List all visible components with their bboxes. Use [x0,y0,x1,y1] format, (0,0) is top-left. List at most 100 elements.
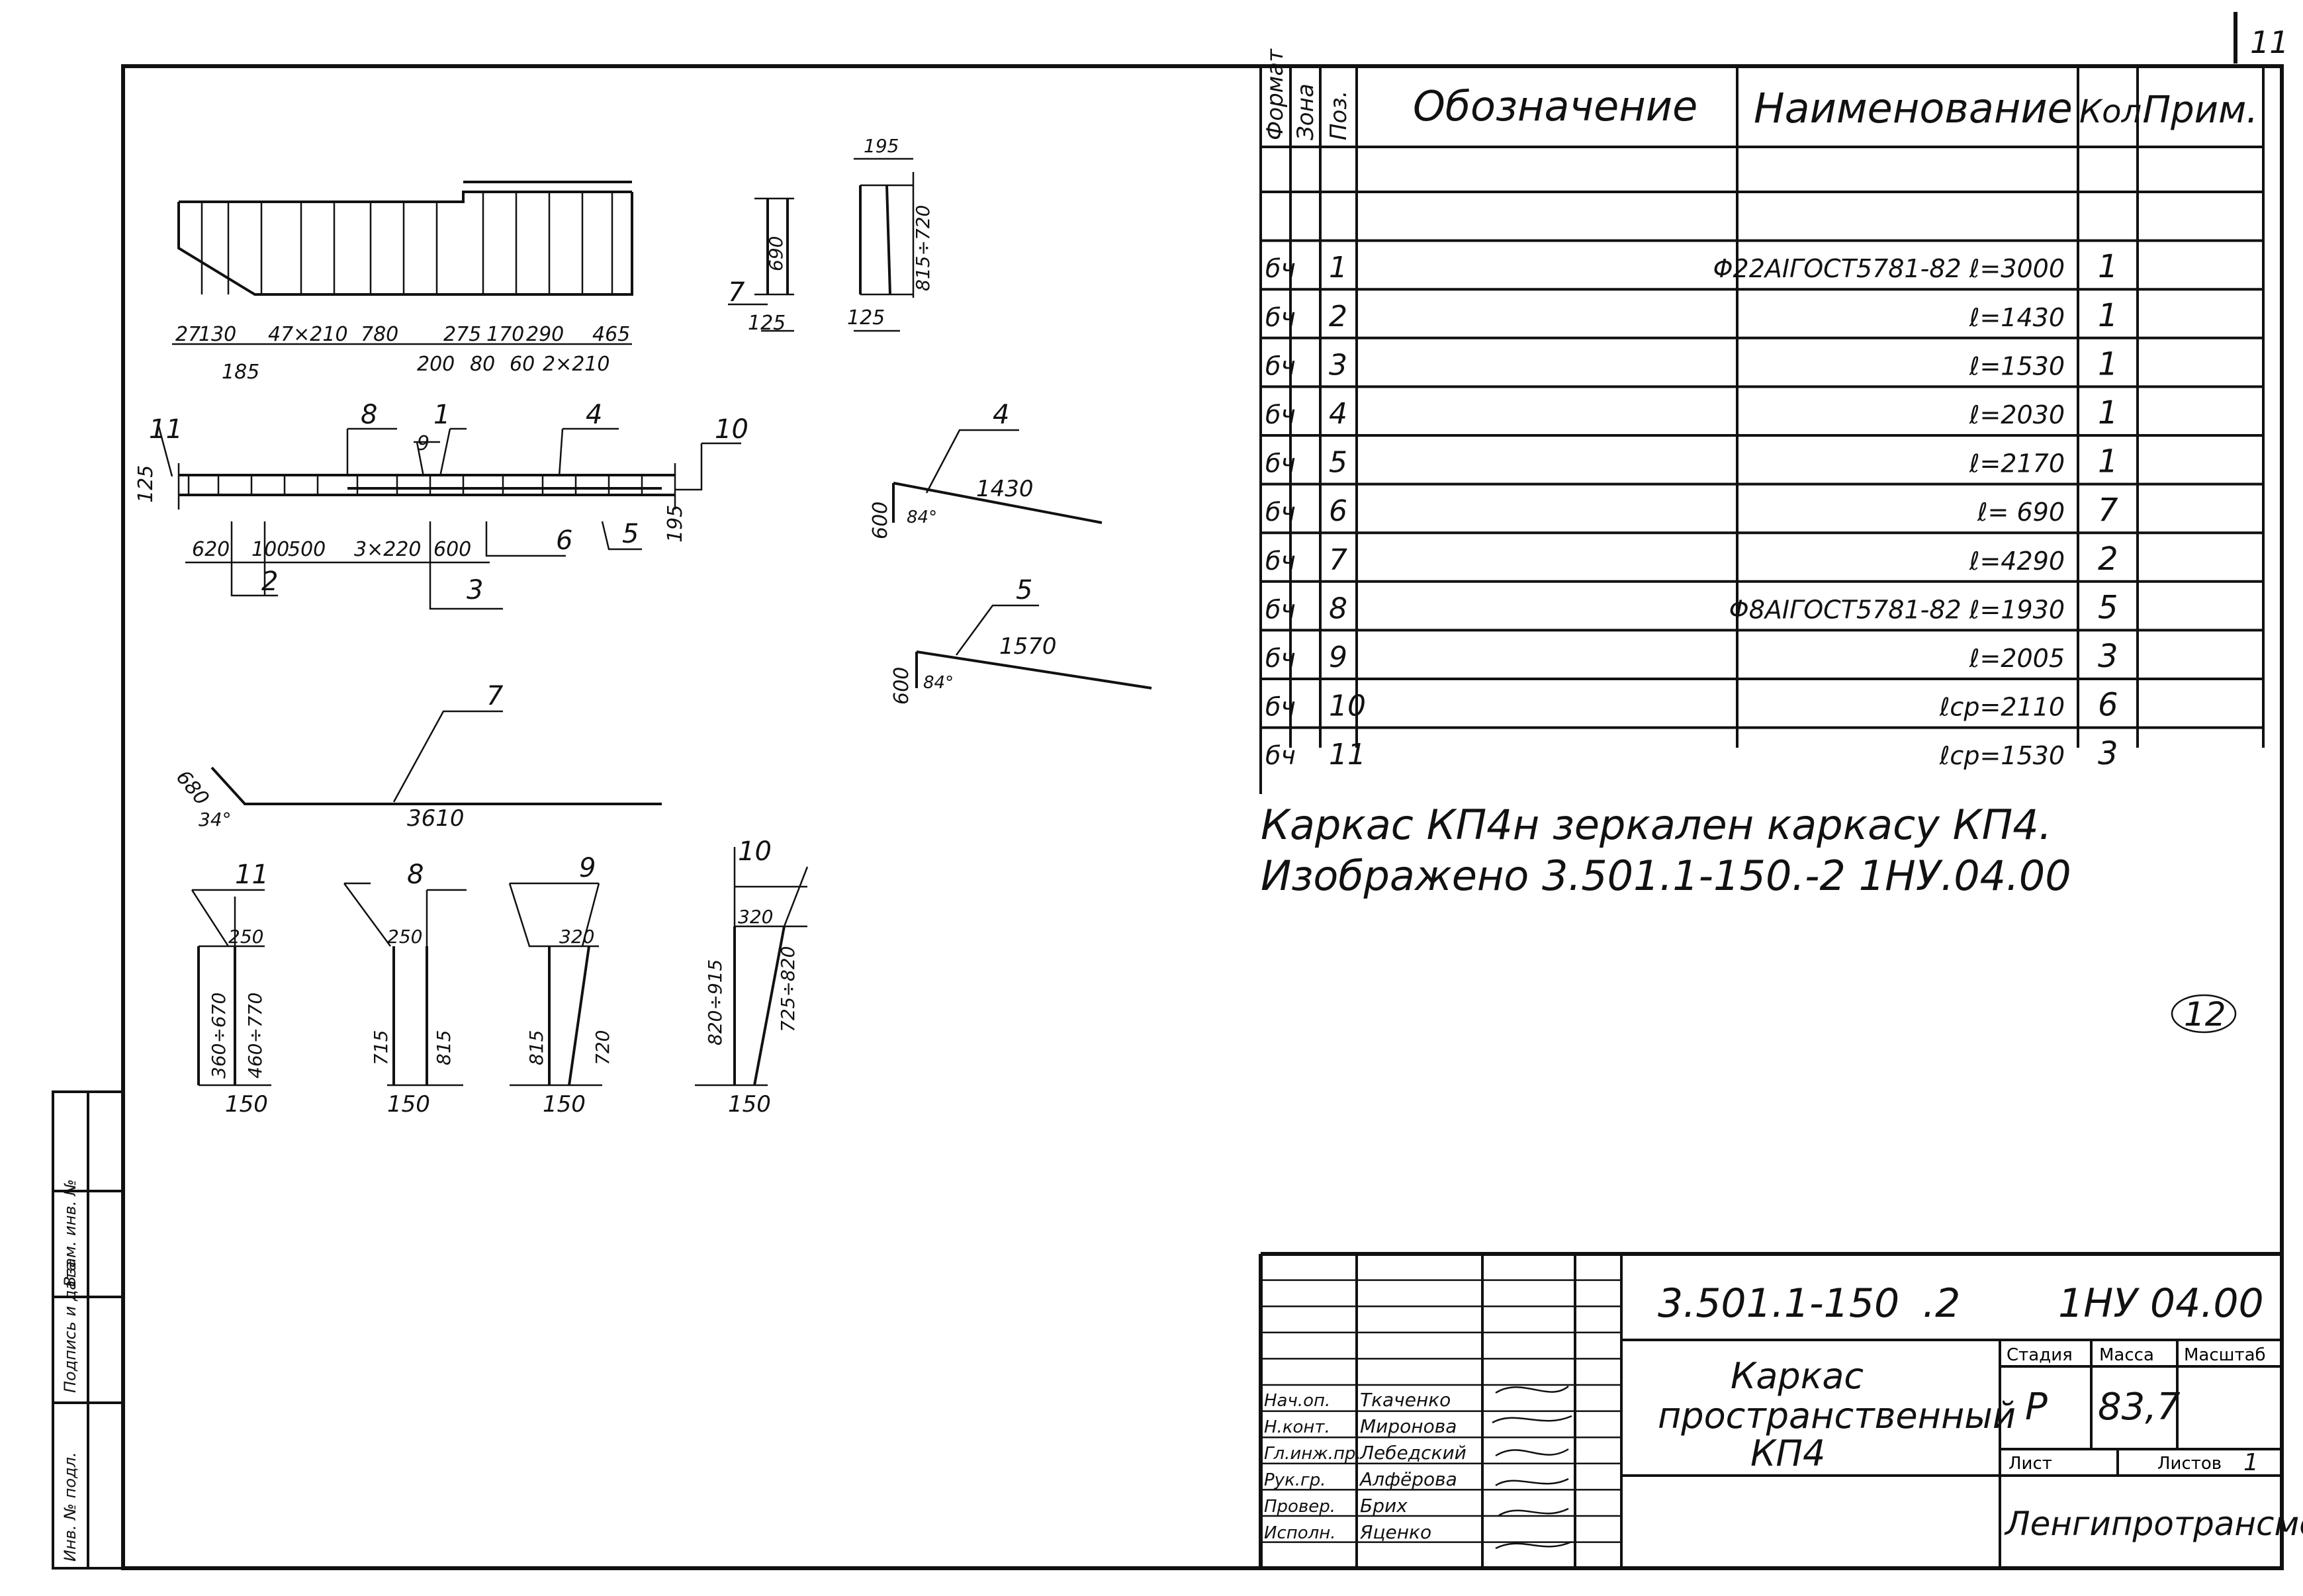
bar-4-angle: 84° [907,508,937,527]
elev-dim-g: 290 [526,323,564,346]
bar-11-left: 360÷670 [208,993,230,1079]
staff-row: Гл.инж.пр.Лебедский [1264,1442,1467,1464]
bar-10: 10 320 820÷915 725÷820 150 [695,836,809,1118]
plan-side-195: 195 [664,505,687,543]
elevation-view: 27 130 47×210 780 275 170 290 465 185 20… [172,181,633,384]
plan-pos-4: 4 [586,400,602,430]
row-name: ℓ=1430 [1969,303,2065,332]
bar-10-pos: 10 [738,836,772,867]
bar-10-top: 320 [738,906,773,928]
side-stamp-sign: Подпись и дата [61,1261,79,1393]
bar-4-height: 600 [869,502,892,539]
note-shown: Изображено 3.501.1-150.-2 1НУ.04.00 [1261,852,2071,900]
row-qty: 5 [2098,589,2118,626]
row-name: ℓ=2030 [1969,400,2065,429]
bar-10-bottom: 150 [728,1091,771,1118]
bar-8-pos: 8 [407,860,424,890]
row-pos: 3 [1329,348,1347,382]
row-qty: 3 [2098,638,2118,675]
elev-dim-h: 465 [592,323,630,346]
row-name: Φ22AIГОСТ5781-82 ℓ=3000 [1713,254,2065,283]
elev-dim-d: 780 [361,323,398,346]
bar-10-right: 725÷820 [777,946,799,1032]
section-a-pos: 7 [728,277,745,308]
bar-9: 9 320 815 720 150 [508,853,613,1118]
staff-name: Ткаченко [1360,1389,1451,1411]
sheet-number-box: 11 [2234,12,2289,64]
row-name: Φ8AIГОСТ5781-82 ℓ=1930 [1729,595,2065,624]
bar-7-pos: 7 [486,681,504,711]
bar-11: 11 250 360÷670 460÷770 150 [191,860,271,1118]
bar-11-right: 460÷770 [244,993,266,1079]
col-designation-header: Обозначение [1413,82,1697,130]
bar-11-top: 250 [228,926,263,948]
elev-dim-e: 275 [443,323,481,346]
row-pos: 8 [1329,592,1347,625]
row-format: бч [1265,498,1296,527]
plan-dim-620: 620 [192,538,230,561]
bar-8-left: 715 [370,1030,392,1065]
doc-issue: .2 [1922,1280,1960,1327]
row-qty: 3 [2098,735,2118,772]
section-b-815: 815÷720 [912,205,934,291]
staff-role: Провер. [1264,1497,1335,1517]
row-format: бч [1265,303,1296,332]
side-stamp-repl: Взам. инв. № [61,1179,79,1287]
elev-dim-j: 200 [417,353,455,376]
row-pos: 10 [1329,689,1366,723]
plan-dim-500: 500 [288,538,326,561]
plan-dim-3x220: 3×220 [354,538,421,561]
staff-role: Гл.инж.пр. [1264,1444,1361,1464]
row-name: ℓ= 690 [1977,498,2065,527]
row-qty: 2 [2098,541,2118,578]
plan-pos-5: 5 [622,519,639,549]
row-name: ℓ=2170 [1969,449,2065,478]
row-qty: 1 [2098,297,2118,334]
plan-pos-9: 9 [417,432,429,455]
side-stamp: Инв. № подл. Подпись и дата Взам. инв. № [52,1090,124,1570]
bar-4-pos: 4 [993,400,1009,430]
row-pos: 6 [1329,494,1347,528]
plan-pos-10: 10 [715,414,748,445]
elev-dim-i: 185 [222,361,259,384]
row-name: ℓ=4290 [1969,547,2065,576]
staff-role: Н.конт. [1264,1417,1330,1437]
bar-5-angle: 84° [923,673,954,693]
row-format: бч [1265,449,1296,478]
stage-value: Р [2025,1386,2048,1429]
staff-role: Рук.гр. [1264,1470,1326,1490]
row-qty: 1 [2098,394,2118,431]
row-format: бч [1265,595,1296,624]
elev-dim-a: 27 [175,323,201,346]
col-zone-header: Зона [1292,83,1319,140]
elev-dim-m: 2×210 [543,353,610,376]
plan-dim-100: 100 [251,538,289,561]
col-format-header: Формат [1262,48,1288,140]
staff-name: Брих [1360,1495,1408,1517]
staff-name: Яценко [1359,1521,1431,1543]
spec-table: Формат Зона Поз. Обозначение Наименовани… [1259,48,2265,794]
stamp-mark-number: 12 [2184,995,2226,1034]
plan-pos-2: 2 [261,566,278,597]
mass-value: 83,7 [2098,1386,2181,1429]
doc-code: 3.501.1-150 [1658,1280,1899,1327]
section-b-195: 195 [864,135,899,157]
stamp-mark: 12 [2171,994,2237,1034]
note-mirror: Каркас КП4н зеркален каркасу КП4. [1261,801,2052,849]
staff-name: Алфёрова [1359,1468,1457,1490]
elev-dim-b: 130 [199,323,236,346]
section-b-125: 125 [847,306,885,330]
sheets-label: Листов [2157,1454,2222,1474]
elev-dim-l: 60 [510,353,535,376]
staff-row: Исполн.Яценко [1264,1521,1431,1543]
staff-name: Лебедский [1359,1442,1467,1464]
sheets-value: 1 [2243,1449,2259,1476]
elev-dim-k: 80 [470,353,495,376]
